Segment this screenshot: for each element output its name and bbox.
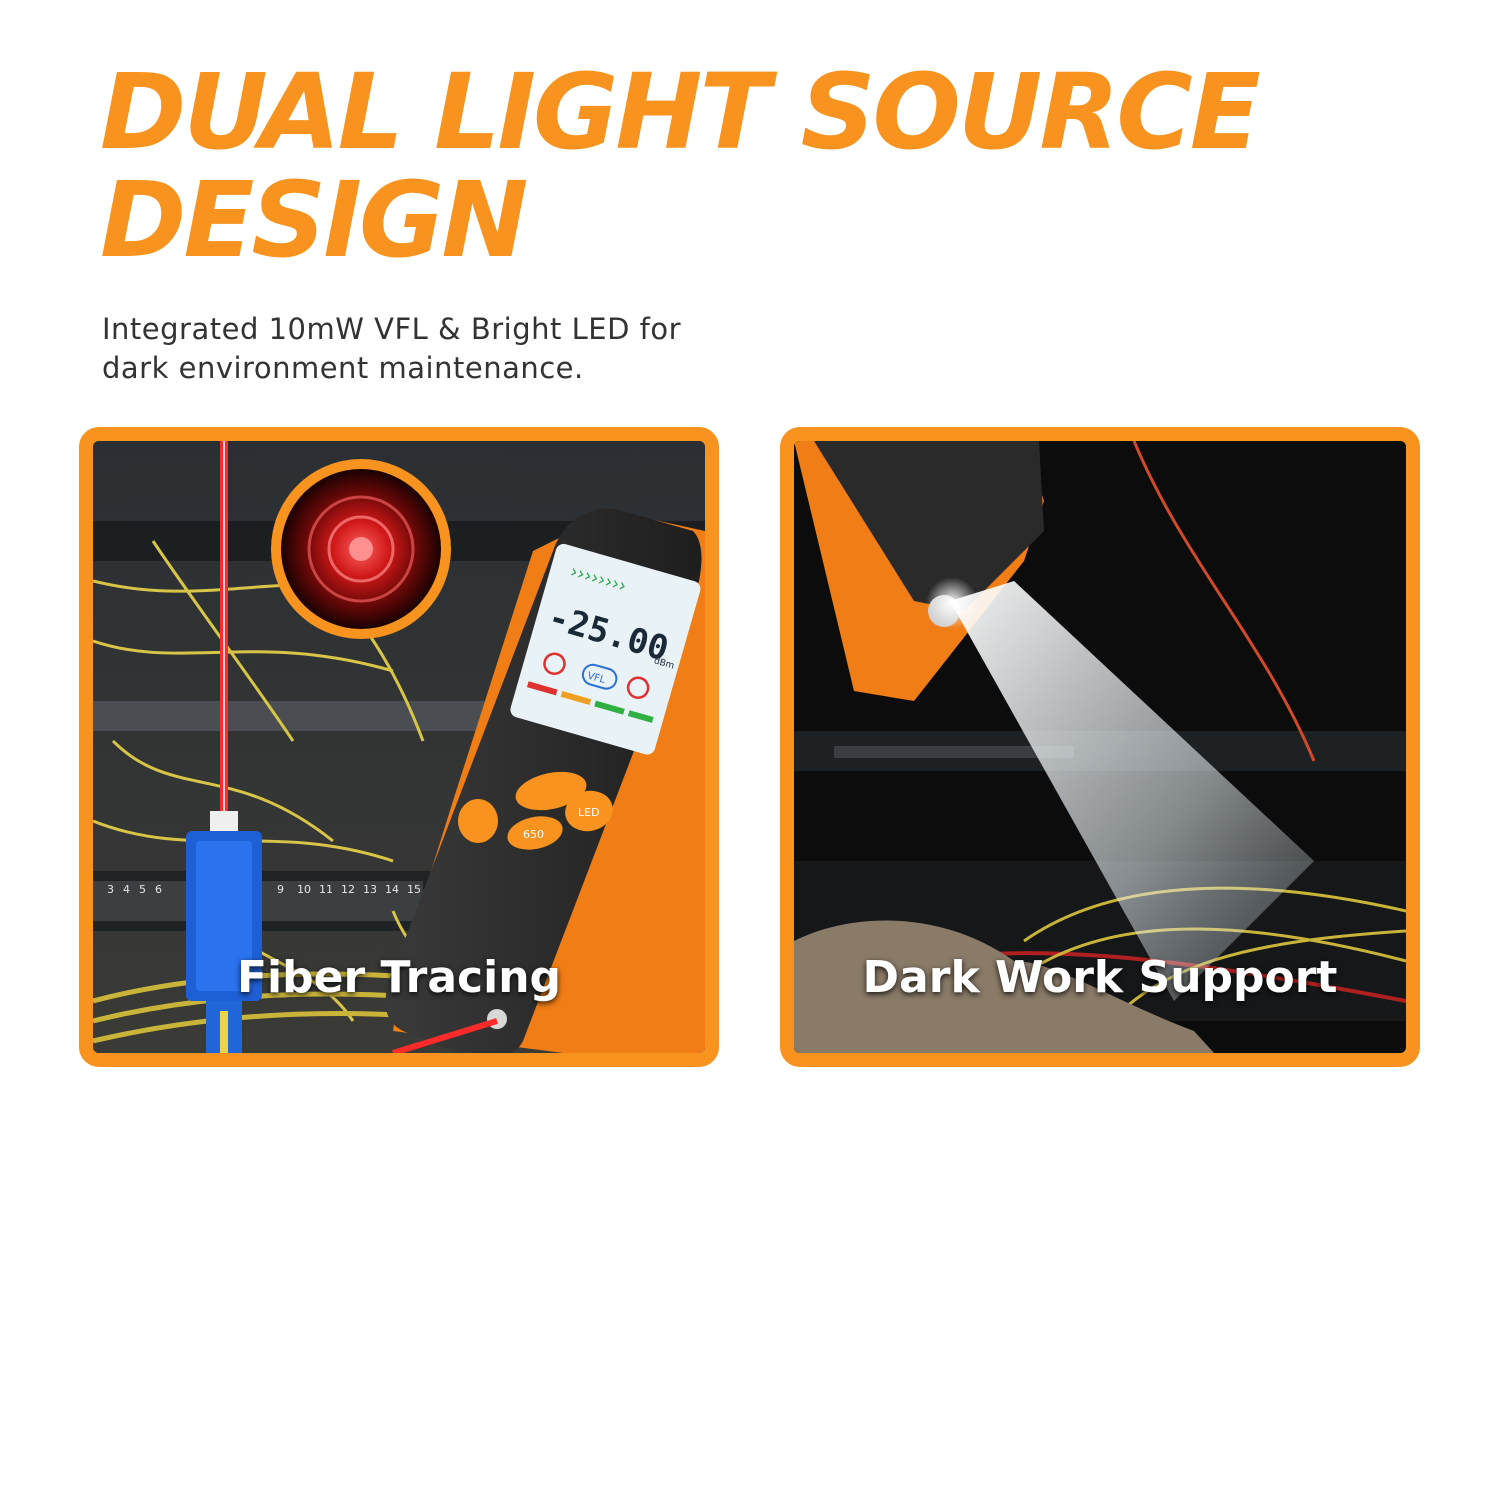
- fiber-tracing-panel: 3 4 5 6 9 10 11 12 13 14 15: [79, 427, 719, 1067]
- dark-work-scene: [794, 441, 1406, 1053]
- port-number: 5: [139, 883, 146, 896]
- fiber-tester-device: ›››››››› -25.00 dBm VFL 650 LED: [385, 508, 705, 1053]
- light-icon: [626, 676, 650, 699]
- dark-work-caption: Dark Work Support: [862, 952, 1338, 1003]
- port-number: 13: [363, 883, 377, 896]
- laser-beam: [392, 1018, 498, 1053]
- port-number: 6: [155, 883, 162, 896]
- port-number: 3: [107, 883, 114, 896]
- flashlight-beam-icon: [950, 581, 1314, 1001]
- port-number: 12: [341, 883, 355, 896]
- screen-vfl-label: VFL: [586, 671, 607, 687]
- up-down-button[interactable]: [512, 766, 590, 816]
- led-button[interactable]: [561, 786, 616, 835]
- port-number: 4: [123, 883, 130, 896]
- hand: [794, 920, 1214, 1053]
- port-number: 14: [385, 883, 399, 896]
- port-number: 11: [319, 883, 333, 896]
- red-fiber: [1132, 441, 1316, 762]
- port-number: 10: [297, 883, 311, 896]
- page-subtitle: Integrated 10mW VFL & Bright LED for dar…: [102, 312, 682, 385]
- port-number: 9: [277, 883, 284, 896]
- laser-spot-icon: [271, 459, 451, 639]
- 650-button[interactable]: [504, 812, 565, 855]
- power-button[interactable]: [458, 799, 498, 843]
- 650-button-label: 650: [523, 828, 544, 841]
- page-headline: DUAL LIGHT SOURCE DESIGN: [100, 51, 1261, 281]
- power-icon: [543, 652, 566, 675]
- port-number: 15: [407, 883, 421, 896]
- led-button-label: LED: [578, 806, 600, 819]
- fiber-tracing-scene: 3 4 5 6 9 10 11 12 13 14 15: [93, 441, 705, 1053]
- sc-connector-icon: [186, 811, 262, 1053]
- fiber-tracing-caption: Fiber Tracing: [236, 952, 562, 1003]
- dark-work-panel: Dark Work Support: [780, 427, 1420, 1067]
